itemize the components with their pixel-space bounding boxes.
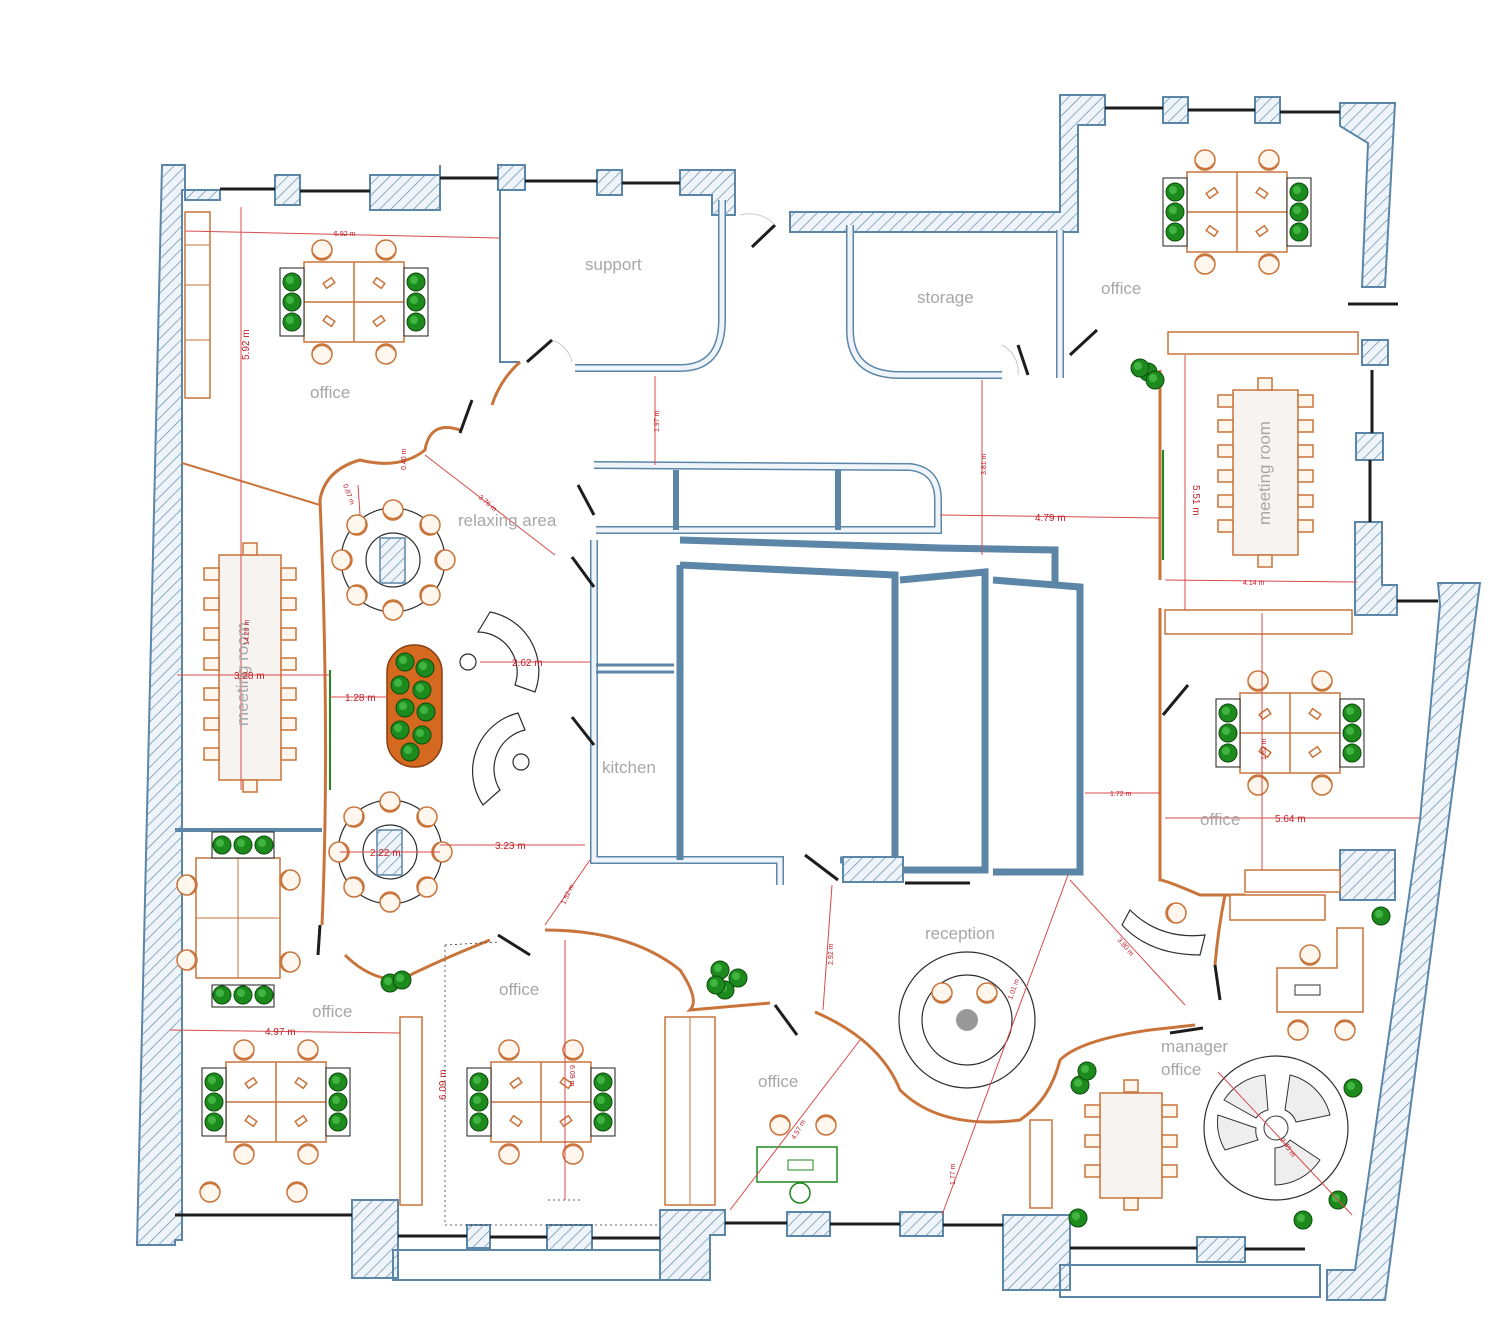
meeting-table-manager	[1084, 1079, 1178, 1211]
label-support: support	[585, 255, 642, 274]
dim-label: 4.97 m	[265, 1027, 296, 1038]
dim-label: 1.72 m	[1110, 791, 1132, 798]
dim-label: 5.64 m	[1275, 814, 1306, 825]
dim-label: 3.23 m	[495, 841, 526, 852]
label-storage: storage	[917, 288, 974, 307]
workstation-sw-upper	[176, 831, 301, 1008]
south-annex-2	[1059, 1264, 1321, 1298]
label-meeting-room-e: meeting room	[1255, 421, 1274, 525]
wall-north-4	[596, 169, 623, 196]
wall-north-5	[679, 169, 736, 216]
dim-label: 5.51 m	[1190, 485, 1201, 516]
wall-storage-top	[789, 94, 1106, 233]
shelves-s	[399, 1016, 1053, 1209]
manager-desk	[1276, 927, 1364, 1041]
dim-label: 2.22 m	[370, 848, 401, 859]
manager-round-table	[1203, 1055, 1349, 1201]
wall-south-7	[1002, 1214, 1071, 1291]
dim-label: 1.62 m	[1261, 738, 1268, 760]
curved-benches	[459, 611, 540, 806]
wall-east-meeting3	[1354, 521, 1398, 616]
dim-label: 2.62 m	[512, 658, 543, 669]
label-relaxing-area: relaxing area	[458, 511, 557, 530]
interior-walls	[175, 190, 1084, 885]
dim-label: 1.77 m	[950, 1163, 957, 1185]
dim-label: 1.52 m	[560, 883, 575, 906]
label-reception: reception	[925, 924, 995, 943]
label-manager-1: manager	[1161, 1037, 1228, 1056]
dim-label: 4.57 m	[791, 1119, 808, 1141]
windows	[175, 106, 1438, 1251]
workstation-nw	[280, 240, 428, 364]
wall-south-2	[466, 1224, 491, 1249]
dim-label: 0.87 m	[341, 483, 355, 506]
wall-ne-1	[1162, 96, 1189, 124]
shelves-meeting-e	[1164, 331, 1359, 921]
shelves-nw	[184, 211, 211, 399]
green-desk	[756, 1146, 838, 1204]
doors	[316, 213, 1222, 1036]
planter-pill	[386, 644, 443, 768]
label-office-e: office	[1200, 810, 1240, 829]
reception-bench	[1121, 902, 1206, 956]
dim-label: 1.28 m	[345, 693, 376, 704]
dim-label: 6.92 m	[334, 231, 356, 238]
workstation-e	[1216, 671, 1364, 795]
workstation-s	[467, 1040, 615, 1164]
wall-east-meeting	[1361, 339, 1389, 366]
wall-south-8	[1196, 1236, 1246, 1263]
label-manager-2: office	[1161, 1060, 1201, 1079]
dim-label: 2.92 m	[828, 943, 835, 965]
label-office-sw: office	[312, 1002, 352, 1021]
label-meeting-room-w: meeting room	[233, 622, 252, 726]
dim-label: 3.28 m	[234, 671, 265, 682]
chair	[199, 1181, 221, 1203]
meeting-table-west	[203, 542, 297, 793]
wall-north-3	[497, 164, 526, 191]
label-office-ne: office	[1101, 279, 1141, 298]
dim-label: 5.92 m	[241, 329, 252, 360]
dim-label: 1.97 m	[654, 410, 661, 432]
dim-label: 14.20 m	[244, 620, 251, 645]
dim-label: 4.14 m	[1243, 580, 1265, 587]
label-office-mid: office	[758, 1072, 798, 1091]
dim-label: 6.09 m	[568, 1065, 575, 1087]
dim-label: 3.81 m	[981, 453, 988, 475]
wall-south-6	[899, 1211, 944, 1237]
wall-north-1	[274, 174, 301, 206]
wall-south-5	[786, 1211, 831, 1237]
workstation-ne	[1163, 150, 1311, 274]
south-annex-1	[392, 1249, 661, 1281]
room-labels: office support storage office meeting ro…	[233, 255, 1274, 1091]
dim-label: 4.79 m	[1035, 513, 1066, 524]
workstation-sw	[202, 1040, 350, 1164]
wall-south-3	[546, 1224, 593, 1251]
dim-label: 6.09 m	[438, 1069, 449, 1100]
round-table-upper	[331, 499, 456, 621]
wall-west	[135, 164, 221, 1246]
measurement-lines	[169, 207, 1420, 1226]
chair	[769, 1114, 791, 1136]
wall-east-stub	[1339, 849, 1396, 901]
label-office-nw: office	[310, 383, 350, 402]
label-kitchen: kitchen	[602, 758, 656, 777]
wall-north-2	[369, 165, 441, 211]
dim-label: 0.40 m	[401, 448, 408, 470]
reception-desk	[898, 951, 1036, 1089]
wall-ne-3	[1339, 102, 1397, 288]
meeting-table-east	[1217, 377, 1314, 568]
wall-south-4	[659, 1209, 726, 1281]
wall-ne-2	[1254, 96, 1281, 124]
wall-south-1	[351, 1199, 399, 1279]
chair	[286, 1181, 308, 1203]
wall-east-meeting2	[1355, 432, 1384, 461]
wall-east	[1326, 582, 1482, 1301]
label-office-s: office	[499, 980, 539, 999]
chair	[815, 1114, 837, 1136]
curved-partitions	[318, 360, 1245, 1124]
